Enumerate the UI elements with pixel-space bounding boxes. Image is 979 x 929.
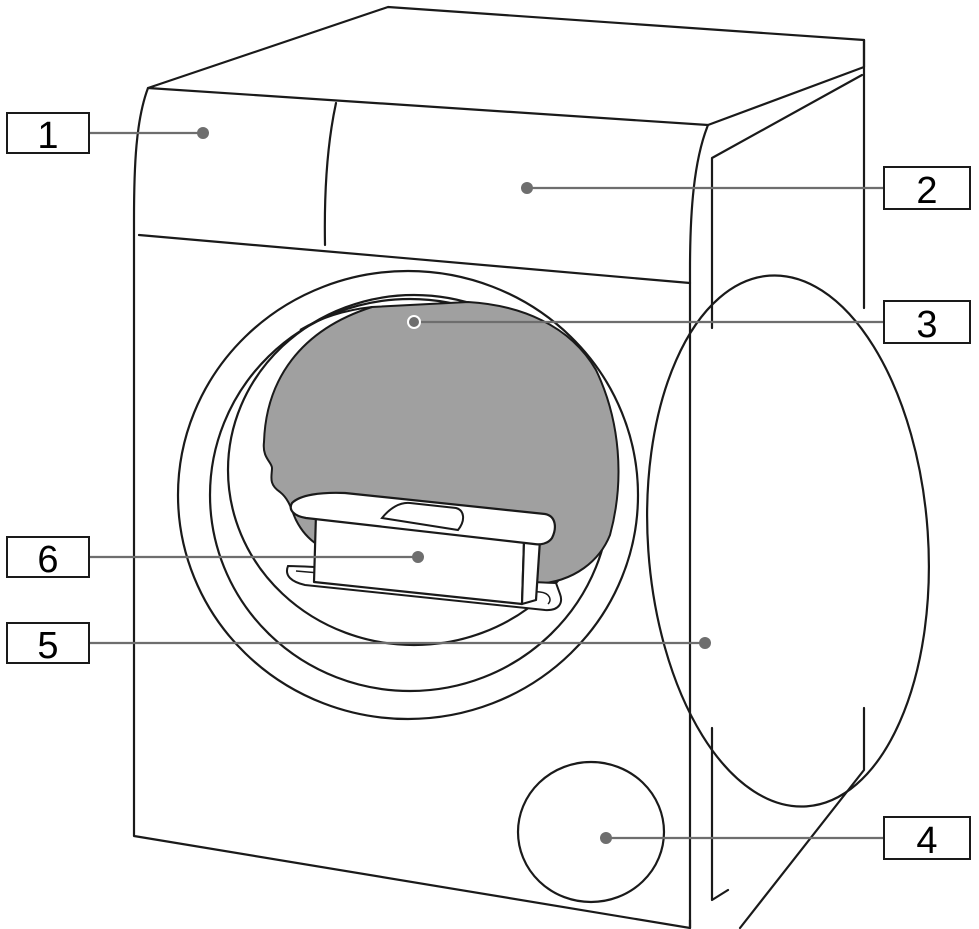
callout-1: 1: [6, 112, 90, 157]
callout-4: 4: [883, 816, 971, 862]
fluff-filter: [286, 491, 563, 612]
leader-dot-3: [407, 315, 421, 329]
callout-3: 3: [883, 300, 971, 346]
leader-dot-1: [197, 127, 209, 139]
callout-6-label: 6: [37, 539, 58, 581]
open-door: [646, 274, 930, 808]
dryer-body: [132, 5, 866, 929]
leader-dot-6: [412, 551, 424, 563]
leader-lines: [90, 127, 884, 844]
callout-6: 6: [6, 536, 90, 581]
leader-dot-5: [699, 637, 711, 649]
callout-3-label: 3: [916, 304, 937, 346]
leader-dot-4: [600, 832, 612, 844]
callout-2: 2: [883, 166, 971, 212]
condenser-flap: [516, 760, 666, 904]
drum-rim-highlight: [299, 306, 373, 331]
callout-5: 5: [6, 622, 90, 667]
callout-5-label: 5: [37, 625, 58, 667]
callout-2-label: 2: [916, 170, 937, 212]
callout-1-label: 1: [37, 115, 58, 157]
leader-dot-2: [521, 182, 533, 194]
callout-4-label: 4: [916, 820, 937, 862]
